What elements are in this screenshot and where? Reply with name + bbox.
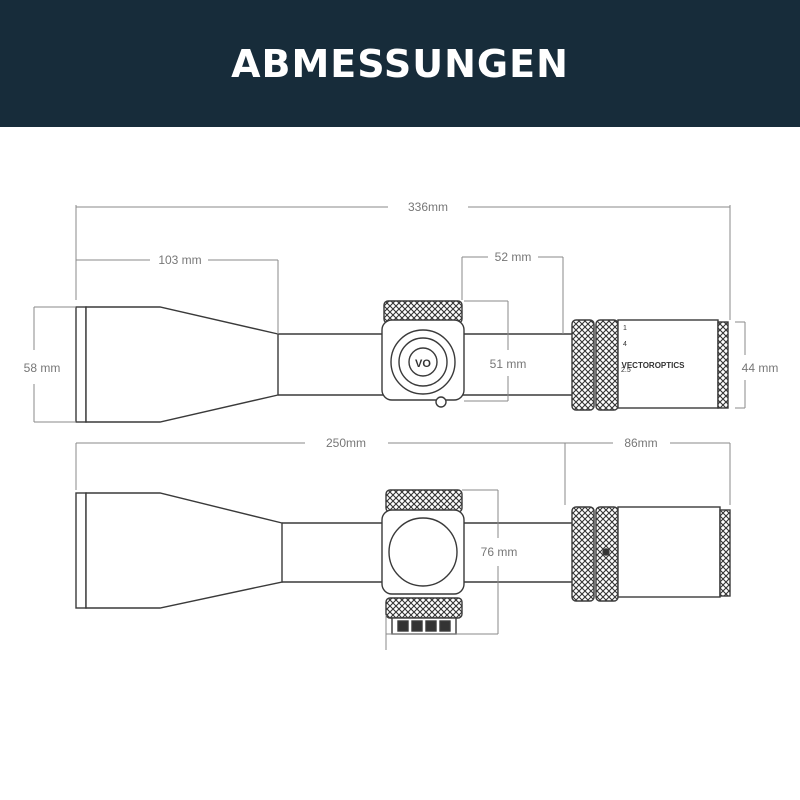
illumination-turret bbox=[385, 597, 463, 619]
header-bar: ABMESSUNGEN bbox=[0, 0, 800, 127]
page-title: ABMESSUNGEN bbox=[231, 41, 569, 86]
dim-label-86: 86mm bbox=[624, 436, 657, 450]
dim-label-250: 250mm bbox=[326, 436, 366, 450]
diopter-ring-side bbox=[719, 509, 731, 597]
diopter-ring bbox=[717, 321, 729, 409]
dim-label-103: 103 mm bbox=[158, 253, 201, 267]
scope-side-view bbox=[75, 489, 731, 635]
windage-cap-icon bbox=[388, 517, 458, 587]
dimension-drawing: VO VECTOROPTICS 1 4 2.5 336mm 103 mm 52 … bbox=[24, 200, 779, 650]
mag-mark-1: 1 bbox=[623, 325, 627, 332]
svg-text:VO: VO bbox=[415, 358, 431, 370]
brand-label: VECTOROPTICS bbox=[622, 361, 686, 370]
mag-mark-25: 2.5 bbox=[621, 367, 631, 374]
brand-logo-icon bbox=[408, 347, 438, 377]
dim-label-76: 76 mm bbox=[481, 545, 518, 559]
magnification-marks: 1 4 2.5 bbox=[621, 325, 631, 374]
mag-mark-4: 4 bbox=[623, 341, 627, 348]
dim-label-52: 52 mm bbox=[495, 250, 532, 264]
scope-top-view: VO bbox=[75, 300, 729, 423]
dim-label-336: 336mm bbox=[408, 200, 448, 214]
dim-label-44: 44 mm bbox=[742, 361, 779, 375]
magnification-ring-right bbox=[595, 319, 619, 411]
dim-label-51: 51 mm bbox=[490, 357, 527, 371]
dim-extension-336 bbox=[75, 205, 731, 320]
dim-label-58: 58 mm bbox=[24, 361, 61, 375]
magnification-ring-left bbox=[571, 319, 595, 411]
elevation-turret bbox=[385, 489, 463, 513]
